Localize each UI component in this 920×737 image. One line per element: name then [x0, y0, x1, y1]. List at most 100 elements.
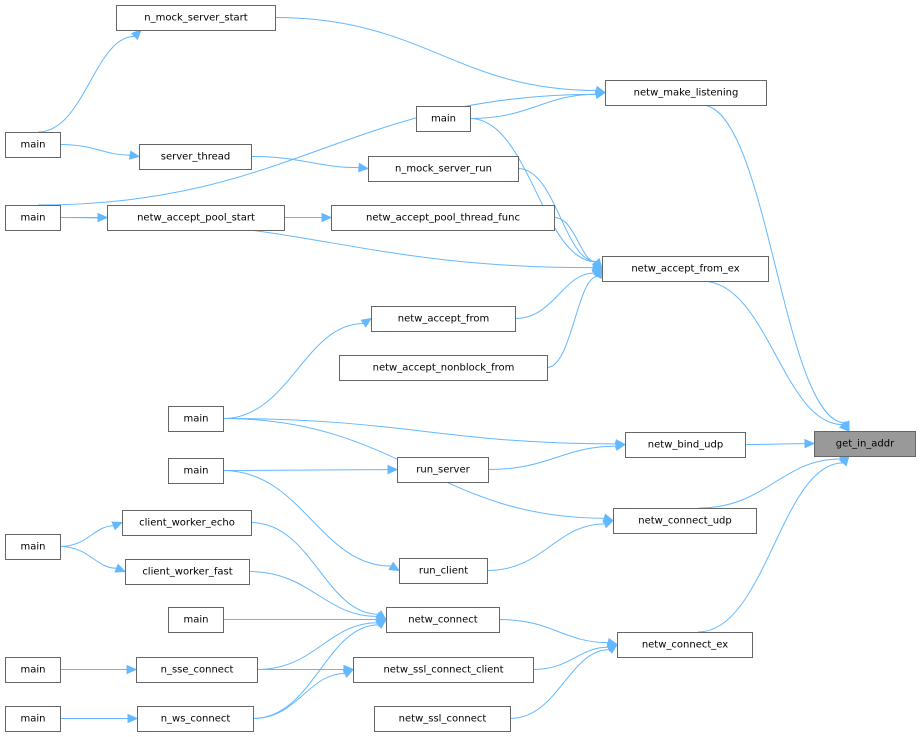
edge-netw_connect_ex-to-get_in_addr [697, 462, 844, 633]
node-netw-make-listening[interactable]: netw_make_listening [605, 80, 767, 106]
node-box[interactable] [5, 132, 61, 158]
edge-main_c-to-netw_make_listening [37, 93, 597, 206]
node-netw-connect[interactable]: netw_connect [386, 607, 500, 633]
node-box[interactable] [368, 156, 519, 182]
node-box[interactable] [168, 607, 224, 633]
edge-client_worker_fast-to-netw_connect [248, 571, 378, 618]
node-n-ws-connect[interactable]: n_ws_connect [137, 706, 254, 732]
edge-main_e-to-run_client [222, 470, 392, 567]
node-label: main [21, 213, 46, 224]
node-netw-accept-from[interactable]: netw_accept_from [371, 306, 516, 332]
arrowhead-icon [128, 150, 141, 160]
node-box[interactable] [353, 657, 534, 683]
node-box[interactable] [5, 534, 61, 560]
node-box[interactable] [168, 406, 224, 432]
node-label: netw_bind_udp [648, 440, 723, 451]
node-main-c[interactable]: main [5, 205, 61, 231]
node-box[interactable] [416, 106, 471, 132]
node-netw-accept-pool-thread-func[interactable]: netw_accept_pool_thread_func [331, 205, 555, 231]
node-netw-accept-pool-start[interactable]: netw_accept_pool_start [107, 205, 285, 231]
node-box[interactable] [5, 706, 61, 732]
edge-main_a-to-netw_make_listening [469, 93, 597, 119]
node-main-g[interactable]: main [168, 607, 224, 633]
arrowhead-icon [839, 455, 850, 467]
node-netw-connect-udp[interactable]: netw_connect_udp [613, 508, 757, 534]
node-box[interactable] [107, 205, 285, 231]
node-box[interactable] [602, 256, 769, 282]
arrowhead-icon [111, 521, 124, 531]
arrowhead-icon [126, 664, 138, 675]
edge-netw_ssl_connect_client-to-netw_connect_ex [532, 646, 609, 670]
arrowhead-icon [321, 212, 333, 223]
node-get-in-addr[interactable]: get_in_addr [814, 431, 916, 457]
node-label: netw_connect_ex [642, 640, 728, 651]
node-box[interactable] [374, 706, 511, 732]
arrowhead-icon [838, 420, 850, 432]
node-netw-connect-ex[interactable]: netw_connect_ex [617, 632, 753, 658]
node-label: main [431, 114, 456, 125]
node-main-a[interactable]: main [416, 106, 471, 132]
arrowhead-icon [114, 563, 127, 573]
node-main-f[interactable]: main [5, 534, 61, 560]
arrowhead-icon [614, 441, 627, 451]
node-client-worker-echo[interactable]: client_worker_echo [122, 510, 252, 536]
edge-run_client-to-netw_connect_udp [486, 523, 605, 571]
node-box[interactable] [814, 431, 916, 457]
node-n-sse-connect[interactable]: n_sse_connect [136, 657, 258, 683]
node-box[interactable] [625, 432, 746, 458]
node-label: run_server [416, 465, 470, 476]
node-box[interactable] [116, 5, 276, 31]
node-netw-ssl-connect-client[interactable]: netw_ssl_connect_client [353, 657, 534, 683]
node-box[interactable] [137, 706, 254, 732]
node-label: client_worker_echo [139, 518, 235, 529]
edge-main_f-to-client_worker_echo [59, 525, 114, 547]
node-netw-accept-from-ex[interactable]: netw_accept_from_ex [602, 256, 769, 282]
edge-run_server-to-netw_bind_udp [487, 445, 617, 470]
node-netw-ssl-connect[interactable]: netw_ssl_connect [374, 706, 511, 732]
node-box[interactable] [399, 558, 488, 584]
node-box[interactable] [5, 205, 61, 231]
node-box[interactable] [386, 607, 500, 633]
node-label: netw_connect_udp [638, 516, 732, 527]
node-box[interactable] [397, 457, 489, 483]
node-netw-accept-nonblock-from[interactable]: netw_accept_nonblock_from [339, 355, 548, 381]
node-box[interactable] [617, 632, 753, 658]
node-run-server[interactable]: run_server [397, 457, 489, 483]
node-box[interactable] [605, 80, 767, 106]
arrowhead-icon [375, 618, 387, 629]
node-label: netw_make_listening [634, 88, 739, 99]
edge-client_worker_echo-to-netw_connect [250, 522, 379, 615]
node-main-b[interactable]: main [5, 132, 61, 158]
node-box[interactable] [331, 205, 555, 231]
node-box[interactable] [122, 510, 252, 536]
node-n-mock-server-run[interactable]: n_mock_server_run [368, 156, 519, 182]
node-run-client[interactable]: run_client [399, 558, 488, 584]
node-box[interactable] [339, 355, 548, 381]
node-n-mock-server-start[interactable]: n_mock_server_start [116, 5, 276, 31]
arrowhead-icon [594, 89, 607, 99]
node-box[interactable] [139, 144, 252, 170]
node-box[interactable] [136, 657, 258, 683]
node-box[interactable] [371, 306, 516, 332]
edge-netw_connect-to-netw_connect_ex [498, 619, 609, 644]
node-box[interactable] [125, 559, 250, 585]
edge-main_d-to-netw_accept_from [222, 323, 364, 419]
node-main-h[interactable]: main [5, 657, 61, 683]
node-netw-bind-udp[interactable]: netw_bind_udp [625, 432, 746, 458]
node-main-e[interactable]: main [168, 458, 224, 484]
node-main-d[interactable]: main [168, 406, 224, 432]
edge-netw_accept_from-to-netw_accept_from_ex [514, 272, 595, 319]
node-box[interactable] [168, 458, 224, 484]
edge-netw_accept_from_ex-to-get_in_addr [701, 280, 843, 426]
edge-main_a-to-netw_accept_from_ex [469, 118, 597, 263]
node-server-thread[interactable]: server_thread [139, 144, 252, 170]
node-client-worker-fast[interactable]: client_worker_fast [125, 559, 250, 585]
node-label: main [184, 414, 209, 425]
edge-n_ws_connect-to-netw_connect [252, 624, 379, 719]
node-label: netw_accept_pool_start [137, 213, 255, 224]
node-main-i[interactable]: main [5, 706, 61, 732]
node-box[interactable] [613, 508, 757, 534]
node-box[interactable] [5, 657, 61, 683]
node-label: netw_connect [408, 615, 478, 626]
node-label: main [21, 542, 46, 553]
